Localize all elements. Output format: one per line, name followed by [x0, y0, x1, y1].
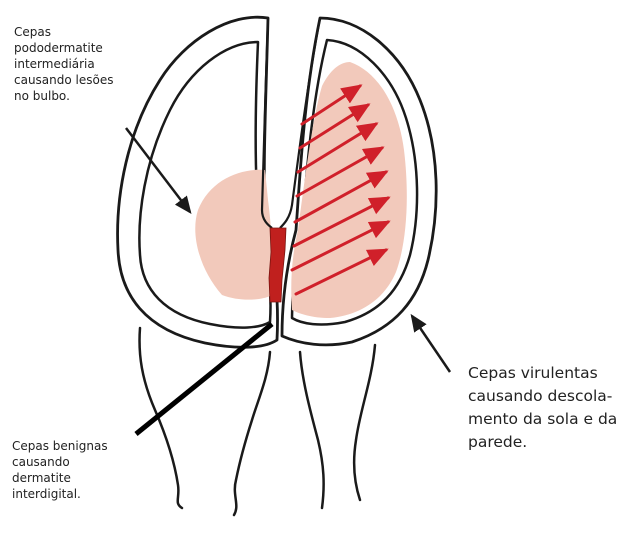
right-claw: [282, 18, 436, 345]
right-leg-outer-line: [354, 345, 375, 500]
left-leg-inner-line: [234, 352, 270, 515]
label-intermediate-strains: Cepas pododermatite intermediária causan…: [14, 24, 149, 104]
label-benign-strains: Cepas benignas causando dermatite interd…: [12, 438, 142, 502]
leg-outline: [140, 328, 375, 515]
right-leg-inner-line: [300, 352, 324, 508]
pointer-arrow-wall: [412, 316, 450, 372]
label-virulent-strains: Cepas virulentas causando descola- mento…: [468, 362, 624, 454]
left-leg-outer-line: [140, 328, 182, 508]
